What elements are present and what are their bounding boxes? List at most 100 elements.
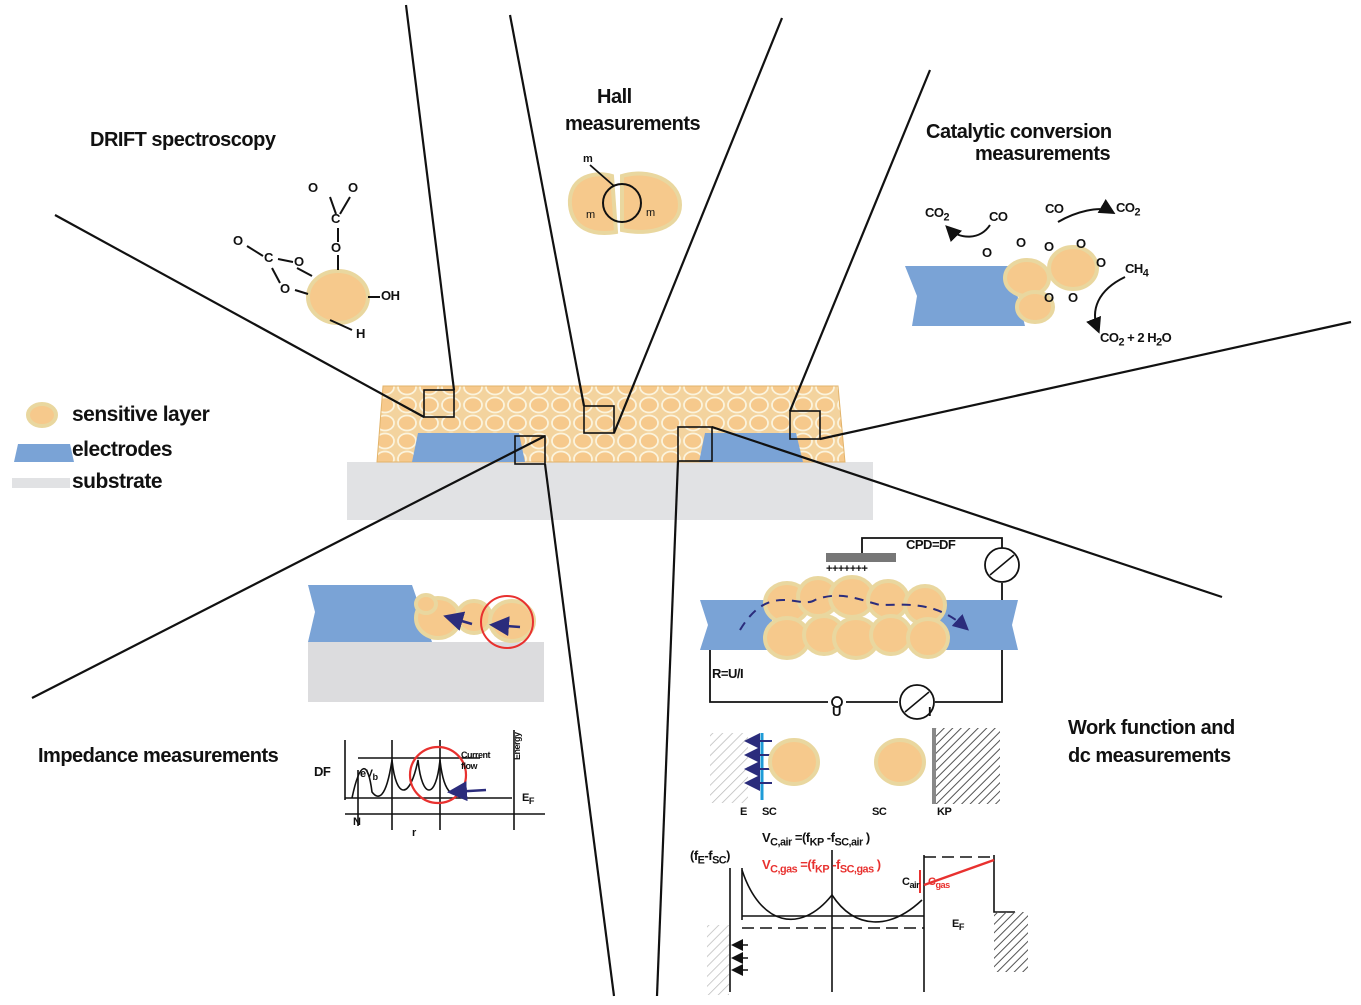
drift-molecule xyxy=(246,196,380,331)
drift-o-left2: O xyxy=(280,281,290,296)
wf-ef-b: F xyxy=(958,922,965,933)
wf-fe-c: -f xyxy=(704,848,713,863)
imp-evb-sub: b xyxy=(372,772,378,783)
catalytic-grain-3 xyxy=(1015,290,1055,324)
wf-v1-a: V xyxy=(762,830,771,845)
legend-electrodes-label: electrodes xyxy=(72,438,173,461)
drift-o1: O xyxy=(308,180,318,195)
wf-v2-a: V xyxy=(762,857,771,872)
cat-o-ion-4: O xyxy=(1076,236,1086,251)
wf-v2-b: C,gas xyxy=(770,863,798,876)
legend-substrate-swatch xyxy=(12,478,70,488)
imp-energy: Energy xyxy=(512,732,522,760)
wf-rsensor-r: R xyxy=(712,666,721,681)
wf-fe-d: SC xyxy=(712,854,727,867)
drift-grain xyxy=(306,269,370,325)
cat-products-h: + 2 H xyxy=(1127,330,1157,345)
left-electrode-block xyxy=(412,433,525,462)
wf-v2-g: ) xyxy=(876,857,881,872)
wf-rsensor: R=U/I xyxy=(712,666,744,681)
impedance-scene xyxy=(308,585,544,702)
workfunction-title-line2: dc measurements xyxy=(1068,745,1231,767)
wf-cgas-a: C xyxy=(928,876,936,888)
cat-co2-right-text: CO xyxy=(1116,200,1135,215)
kelvin-probe-plate xyxy=(826,553,896,562)
wf-v-air: VC,air =(fKP -fSC,air ) xyxy=(762,830,870,849)
wf-cpd-label: CPD=DF xyxy=(906,537,956,552)
drift-o-top-bridge: O xyxy=(331,240,341,255)
catalytic-title-line1: Catalytic conversion xyxy=(926,121,1112,143)
drift-oh: OH xyxy=(381,288,400,303)
cat-ch4-sub: 4 xyxy=(1142,267,1149,280)
imp-r: r xyxy=(412,827,416,839)
hall-barrier-circle xyxy=(602,183,642,223)
legend-sensitive-label: sensitive layer xyxy=(72,403,210,426)
imp-df: DF xyxy=(314,764,331,779)
wf-v2-f: SC,gas xyxy=(839,863,874,876)
wf-v1-f: SC,air xyxy=(834,836,863,849)
central-device xyxy=(347,385,873,520)
hall-grain-right xyxy=(620,171,683,234)
wf-v2-e: -f xyxy=(832,857,840,872)
workfunction-band-upper xyxy=(710,728,1000,804)
imp-current: Current flow xyxy=(461,750,491,771)
wf-kp: KP xyxy=(937,806,952,818)
wf-cair-a: C xyxy=(902,876,910,888)
wf-cgas: Cgas xyxy=(928,876,950,890)
hall-title-line1: Hall xyxy=(597,86,632,108)
imp-evb-text: eV xyxy=(360,768,373,780)
wf-cair: Cair xyxy=(902,876,920,891)
workfunction-electrode-left xyxy=(700,600,772,650)
impedance-band-diagram xyxy=(344,730,545,830)
cat-co-left: CO xyxy=(989,209,1008,224)
right-electrode-block xyxy=(699,433,803,462)
wf-v1-d: KP xyxy=(809,836,825,849)
wf-u: U xyxy=(832,704,841,719)
wf-i: I xyxy=(928,704,932,719)
wf-fe-e: ) xyxy=(726,848,730,863)
zoom-box-workfunction xyxy=(677,426,713,462)
drift-o2: O xyxy=(348,180,358,195)
catalytic-grain-1 xyxy=(1003,258,1051,298)
kelvin-probe-hatched xyxy=(936,728,1000,804)
cat-co-right: CO xyxy=(1045,201,1064,216)
cat-co2-right: CO2 xyxy=(1116,200,1140,219)
zoom-box-impedance xyxy=(514,435,546,465)
cat-co2-left: CO2 xyxy=(925,205,949,224)
cat-co2-right-sub: 2 xyxy=(1134,206,1141,219)
workfunction-scene xyxy=(700,537,1020,720)
cat-o-ion-3: O xyxy=(1044,239,1054,254)
hall-m-top: m xyxy=(583,153,593,165)
impedance-highlight-circle xyxy=(480,595,534,649)
wf-v1-g: ) xyxy=(865,830,870,845)
impedance-electrode xyxy=(308,585,432,642)
substrate-block xyxy=(347,462,873,520)
wf-fe-a: (f xyxy=(690,848,698,863)
drift-o3: O xyxy=(233,233,243,248)
cat-co2-left-sub: 2 xyxy=(943,211,950,224)
imp-ef: EF xyxy=(522,792,534,806)
wf-sc1: SC xyxy=(762,806,777,818)
workfunction-title-line1: Work function and xyxy=(1068,717,1235,739)
legend-grain-icon xyxy=(26,402,58,428)
hall-grains xyxy=(567,164,683,235)
wf-v-gas: VC,gas =(fKP -fSC,gas ) xyxy=(762,857,881,876)
wf-fe: (fE-fSC) xyxy=(690,848,730,867)
impedance-substrate xyxy=(308,642,544,702)
wf-ef: EF xyxy=(952,918,964,932)
catalytic-electrode xyxy=(905,266,1025,326)
legend-symbols xyxy=(12,402,74,488)
wf-plus-charges: +++++++ xyxy=(826,563,868,575)
cat-o-ion-2: O xyxy=(1016,235,1026,250)
wf-v2-d: KP xyxy=(815,863,830,876)
wf-v2-c: =(f xyxy=(800,857,816,872)
legend-substrate-label: substrate xyxy=(72,470,163,493)
wf-cair-b: air xyxy=(909,880,920,891)
cat-products-sub2: 2 xyxy=(1156,336,1162,349)
hall-grain-left xyxy=(567,172,619,235)
wf-e: E xyxy=(740,806,747,818)
workfunction-band-lower xyxy=(707,850,1028,995)
hall-m-right: m xyxy=(646,207,655,219)
cat-products-co: CO xyxy=(1100,330,1119,345)
